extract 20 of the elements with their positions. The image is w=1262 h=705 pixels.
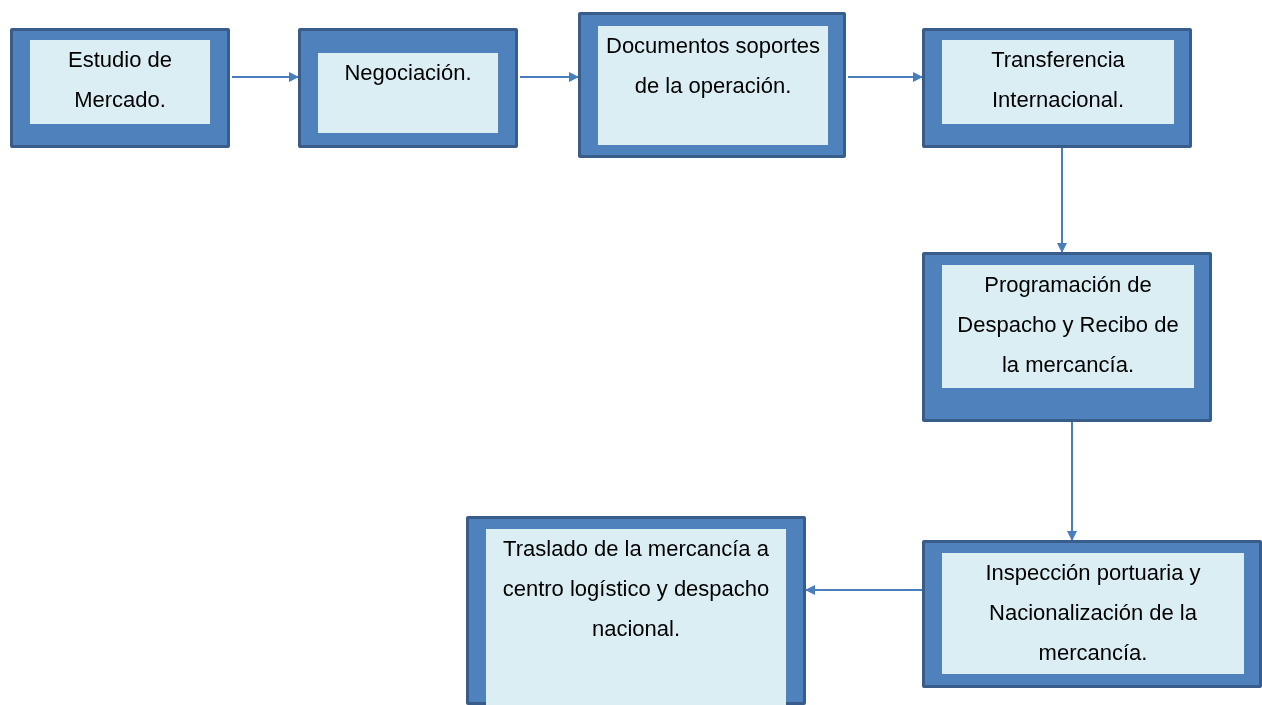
step-label: Programación de Despacho y Recibo de la mercancía. (956, 271, 1180, 379)
step-label: Estudio de Mercado. (67, 46, 173, 114)
process-box (922, 252, 1212, 422)
step-label: Documentos soportes de la operación. (605, 32, 821, 100)
step-label: Transferencia Internacional. (990, 46, 1126, 114)
step-label: Inspección portuaria y Nacionalización de la mercancía. (984, 559, 1202, 667)
process-box (922, 540, 1262, 688)
step-label: Negociación. (344, 59, 472, 87)
arrow (1057, 147, 1067, 253)
step-label: Traslado de la mercancía a centro logístico y despacho nacional. (501, 535, 771, 643)
process-box (298, 28, 518, 148)
process-box (466, 516, 806, 705)
arrow (519, 72, 579, 82)
process-box (922, 28, 1192, 148)
arrow (1067, 421, 1077, 541)
arrow (847, 72, 923, 82)
arrow (231, 72, 299, 82)
process-box (10, 28, 230, 148)
arrow (805, 585, 923, 595)
process-box (578, 12, 846, 158)
